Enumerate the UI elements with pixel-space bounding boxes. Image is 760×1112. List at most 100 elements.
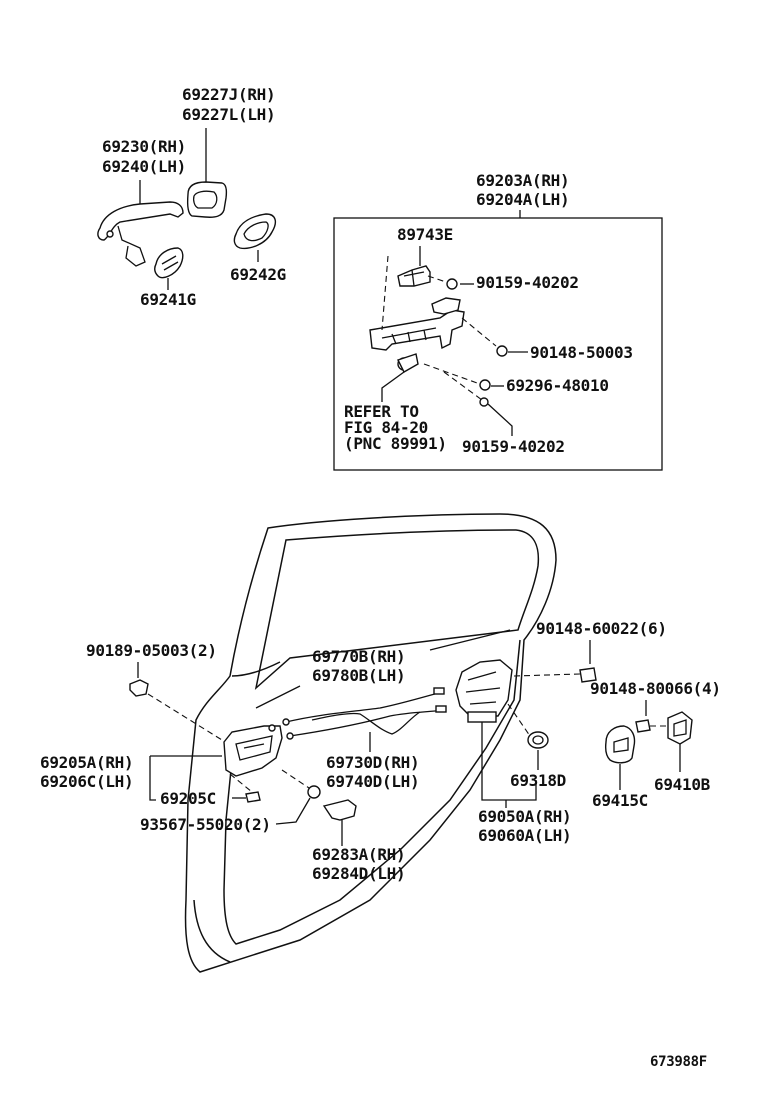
door-bottom-sill — [193, 899, 231, 963]
cable-end-4 — [435, 705, 447, 713]
door-lock-connector — [467, 711, 497, 723]
label-69740d: 69740D(LH) — [326, 772, 419, 791]
shim-detail — [613, 737, 629, 753]
label-90148-50003: 90148-50003 — [530, 343, 633, 362]
cable-bend — [311, 711, 421, 735]
label-69227j: 69227J(RH) — [182, 85, 275, 104]
screw-69296-drawing — [479, 379, 491, 391]
dash-bolt-top — [427, 275, 447, 283]
refer-line-3: (PNC 89991) — [344, 434, 447, 453]
dash-screw-3 — [443, 371, 483, 401]
screw-69205c-drawing — [245, 791, 261, 803]
label-90159-a: 90159-40202 — [476, 273, 579, 292]
door-inner-panel — [223, 639, 521, 945]
label-69284d: 69284D(LH) — [312, 864, 405, 883]
label-69203a: 69203A(RH) — [476, 171, 569, 190]
frame-upper-drawing — [431, 297, 461, 315]
grommet-hole — [532, 735, 544, 745]
label-69060a: 69060A(LH) — [478, 826, 571, 845]
dash-screw-1 — [461, 317, 497, 347]
inside-handle-group — [149, 724, 313, 801]
handle-cap-inner — [192, 190, 218, 209]
label-69283a: 69283A(RH) — [312, 845, 405, 864]
door-lock-drawing — [455, 659, 513, 717]
control-cables — [282, 687, 447, 740]
label-89743e: 89743E — [397, 225, 453, 244]
label-69730d: 69730D(RH) — [326, 753, 419, 772]
screw-50003-drawing — [496, 345, 508, 357]
dash-screw-69205c — [229, 773, 253, 793]
inside-handle-recess — [235, 735, 273, 761]
grommet-drawing — [527, 731, 549, 749]
handle-cap-drawing — [186, 181, 228, 218]
inside-handle-drawing — [223, 725, 283, 777]
inside-handle-lever — [243, 743, 265, 749]
dash-frame-left — [381, 255, 389, 331]
leader-69770-a — [429, 629, 511, 651]
cable-end-3 — [433, 687, 445, 695]
label-69205a: 69205A(RH) — [40, 753, 133, 772]
bracket-detail — [403, 269, 425, 287]
handle-gasket-ribs — [161, 255, 179, 271]
door-lock-detail — [465, 671, 501, 705]
label-69770b: 69770B(RH) — [312, 647, 405, 666]
label-90148-60022: 90148-60022(6) — [536, 619, 667, 638]
dash-screw-60022 — [513, 673, 581, 677]
label-69227l: 69227L(LH) — [182, 105, 275, 124]
label-69296: 69296-48010 — [506, 376, 609, 395]
frame-assembly-group: 89743E 90159-40202 90148-50003 69296-480… — [344, 225, 633, 456]
screw-80066-drawing — [635, 719, 651, 733]
cable-upper — [285, 691, 443, 723]
leader-93567 — [275, 797, 311, 825]
label-69206c: 69206C(LH) — [40, 772, 133, 791]
label-69242g: 69242G — [230, 265, 286, 284]
label-69780b: 69780B(LH) — [312, 666, 405, 685]
label-69241g: 69241G — [140, 290, 196, 309]
leader-69050 — [481, 722, 537, 801]
door-lock-group: 69050A(RH) 69060A(LH) — [455, 659, 581, 845]
leader-69770-b — [255, 685, 301, 709]
outside-handle-group — [97, 128, 277, 290]
label-69050a: 69050A(RH) — [478, 807, 571, 826]
outside-handle-arm — [117, 225, 146, 267]
cable-end-2 — [286, 732, 294, 740]
cable-end-1 — [282, 718, 290, 726]
plug-drawing — [307, 785, 321, 799]
label-69204a: 69204A(LH) — [476, 190, 569, 209]
inside-frame-drawing — [369, 309, 465, 351]
outside-handle-pin — [106, 230, 114, 238]
label-69240: 69240(LH) — [102, 157, 186, 176]
figure-id: 673988F — [650, 1054, 707, 1070]
rear-door-outline — [184, 513, 557, 973]
clip-drawing — [129, 679, 149, 697]
outside-handle-drawing — [97, 201, 184, 241]
label-93567: 93567-55020(2) — [140, 815, 271, 834]
refer-line-1: REFER TO — [344, 402, 419, 421]
striker-drawing — [667, 711, 693, 745]
door-outer-edge — [184, 513, 557, 973]
inside-handle-pivot — [268, 724, 276, 732]
dash-screw-2 — [423, 363, 481, 385]
leader-69205-bracket — [149, 756, 156, 801]
refer-line-2: FIG 84-20 — [344, 418, 428, 437]
frame-ribs — [381, 327, 437, 345]
leader-refer — [381, 371, 405, 402]
lever-plate — [397, 353, 419, 373]
label-69415c: 69415C — [592, 791, 648, 810]
label-69205c: 69205C — [160, 789, 216, 808]
label-90189: 90189-05003(2) — [86, 641, 217, 660]
handle-cover-drawing — [322, 799, 357, 821]
label-69230: 69230(RH) — [102, 137, 186, 156]
label-69318d: 69318D — [510, 771, 566, 790]
dash-inside-handle — [281, 769, 313, 791]
leader-90159b — [487, 403, 513, 436]
shim-drawing — [604, 725, 636, 764]
handle-gasket-drawing — [153, 247, 184, 279]
striker-detail — [673, 719, 687, 737]
dash-grommet — [507, 703, 531, 737]
bolt-top-drawing — [446, 278, 458, 290]
assembly-detail-box — [333, 217, 663, 471]
clip-90189-group: 90189-05003(2) — [86, 641, 223, 741]
door-window-frame — [254, 529, 540, 691]
